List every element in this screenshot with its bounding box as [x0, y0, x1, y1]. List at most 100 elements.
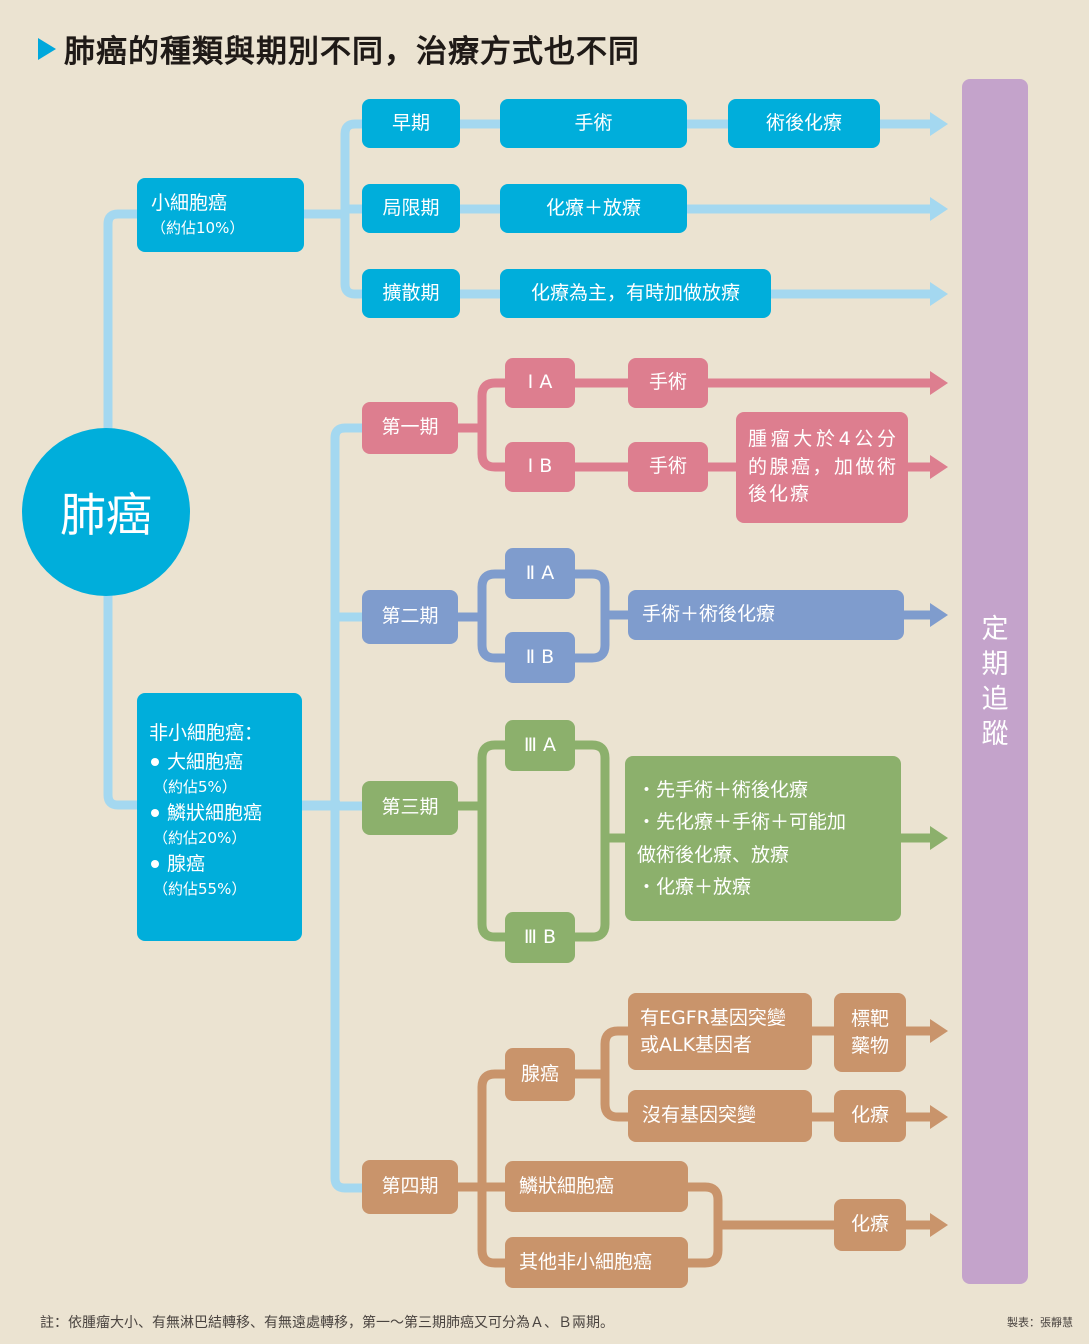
- other-nsc-node: 其他非小細胞癌: [505, 1237, 688, 1288]
- stage1-node: 第一期: [362, 402, 458, 454]
- line-s1: [458, 378, 932, 472]
- treatment-line: ・化療＋放療: [637, 875, 752, 898]
- stage-extensive: 擴散期: [362, 269, 460, 318]
- targeted-therapy: 標靶 藥物: [834, 993, 906, 1072]
- stage2b-label: Ⅱ B: [525, 645, 555, 668]
- line-s4: [458, 1026, 932, 1268]
- arrowheads: [930, 112, 948, 1237]
- page-title: 肺癌的種類與期別不同，治療方式也不同: [38, 26, 640, 71]
- treatment-chemo-main: 化療為主，有時加做放療: [500, 269, 771, 318]
- stage3a-label: Ⅲ A: [523, 733, 557, 756]
- condition-line: 有EGFR基因突變: [640, 1006, 786, 1029]
- title-text: 肺癌的種類與期別不同，治療方式也不同: [64, 34, 640, 70]
- treatment-label: 化療為主，有時加做放療: [530, 281, 740, 304]
- root-node: 肺癌: [22, 428, 190, 596]
- treatment-chemo-radio: 化療＋放療: [500, 184, 687, 233]
- credit: 製表：張靜慧: [1007, 1316, 1073, 1329]
- bullet-icon: [151, 859, 159, 868]
- nsc-type-item: 大細胞癌: [149, 748, 243, 777]
- nsc-type-label: 大細胞癌: [167, 750, 244, 773]
- treatment-label: 手術: [574, 111, 613, 134]
- stage4-label: 第四期: [381, 1175, 439, 1198]
- egfr-alk-condition: 有EGFR基因突變 或ALK基因者: [628, 993, 812, 1070]
- stage1a-label: Ⅰ A: [527, 371, 553, 394]
- arrow-head: [930, 282, 948, 306]
- squamous-label: 鱗狀細胞癌: [519, 1174, 615, 1197]
- arrow-head: [930, 371, 948, 395]
- stage-limited: 局限期: [362, 184, 460, 233]
- line-s2: [458, 569, 932, 663]
- nsc-type-percent: （約佔55%）: [153, 880, 247, 898]
- adenocarcinoma-label: 腺癌: [520, 1062, 559, 1085]
- follow-up-char: 定: [981, 614, 1009, 645]
- treatment-label: 化療: [850, 1104, 889, 1127]
- nsc-type-item: 腺癌: [149, 850, 205, 879]
- stage-limited-label: 局限期: [382, 196, 440, 219]
- arrow-head: [930, 1105, 948, 1129]
- condition-line: 或ALK基因者: [640, 1033, 753, 1056]
- arrow-head: [930, 112, 948, 136]
- treatment-label: 化療＋放療: [545, 196, 641, 219]
- chemo-squamous-other: 化療: [834, 1199, 906, 1251]
- footnote: 註：依腫瘤大小、有無淋巴結轉移、有無遠處轉移，第一～第三期肺癌又可分為Ａ、Ｂ兩期…: [40, 1315, 614, 1331]
- arrow-head: [930, 1213, 948, 1237]
- stage-extensive-label: 擴散期: [382, 281, 440, 304]
- stage2a-node: Ⅱ A: [505, 548, 575, 599]
- nsc-label: 非小細胞癌：: [149, 722, 264, 744]
- no-mutation-condition: 沒有基因突變: [628, 1090, 812, 1142]
- stage1b-label: Ⅰ B: [527, 455, 553, 478]
- treatment-post-chemo: 術後化療: [728, 99, 880, 148]
- follow-up-char: 追: [981, 684, 1009, 716]
- stage3b-label: Ⅲ B: [523, 925, 557, 948]
- follow-up-char: 蹤: [981, 719, 1009, 751]
- arrow-head: [930, 826, 948, 850]
- treatment-label: 手術: [648, 371, 687, 394]
- bullet-icon: [151, 808, 159, 817]
- stage2-treatment: 手術＋術後化療: [628, 590, 904, 640]
- nsc-type-label: 鱗狀細胞癌: [167, 801, 263, 824]
- stage1a-treatment: 手術: [628, 358, 708, 408]
- treatment-label: 手術: [648, 455, 687, 478]
- small-cell-percent: （約佔10%）: [151, 218, 245, 237]
- stage3-treatment: ・先手術＋術後化療 ・先化療＋手術＋可能加 做術後化療、放療 ・化療＋放療: [625, 756, 901, 921]
- arrow-head: [930, 603, 948, 627]
- stage2-node: 第二期: [362, 590, 458, 644]
- arrow-head: [930, 1019, 948, 1043]
- stage1b-treatment: 手術: [628, 442, 708, 492]
- other-nsc-label: 其他非小細胞癌: [519, 1250, 653, 1273]
- treatment-label: 術後化療: [765, 111, 842, 134]
- treatment-line: 做術後化療、放療: [637, 843, 790, 866]
- root-label: 肺癌: [60, 488, 152, 542]
- stage-early-label: 早期: [391, 111, 430, 134]
- non-small-cell-node: 非小細胞癌： 大細胞癌 （約佔5%） 鱗狀細胞癌 （約佔20%） 腺癌 （約佔5…: [137, 693, 302, 941]
- stage1a-node: Ⅰ A: [505, 358, 575, 408]
- stage2b-node: Ⅱ B: [505, 632, 575, 683]
- treatment-line: ・先手術＋術後化療: [637, 778, 809, 801]
- chemo-no-mutation: 化療: [834, 1090, 906, 1142]
- play-triangle-icon: [38, 37, 56, 60]
- treatment-label: 腫瘤大於4公分的腺癌，加做術後化療: [748, 428, 898, 506]
- treatment-label: 化療: [850, 1213, 889, 1236]
- nsc-type-percent: （約佔5%）: [153, 778, 237, 796]
- stage2-label: 第二期: [381, 605, 439, 628]
- nsc-type-percent: （約佔20%）: [153, 829, 247, 847]
- treatment-line: 標靶: [850, 1007, 889, 1030]
- stage1-label: 第一期: [381, 416, 439, 439]
- treatment-line: ・先化療＋手術＋可能加: [637, 811, 847, 834]
- stage3-label: 第三期: [381, 796, 439, 819]
- stage-early: 早期: [362, 99, 460, 148]
- bullet-icon: [151, 757, 159, 766]
- follow-up-column: [962, 79, 1028, 1284]
- stage3b-node: Ⅲ B: [505, 912, 575, 963]
- adenocarcinoma-node: 腺癌: [505, 1048, 575, 1101]
- line-s3: [458, 740, 932, 942]
- arrow-head: [930, 455, 948, 479]
- small-cell-node: 小細胞癌 （約佔10%）: [137, 178, 304, 252]
- condition-line: 沒有基因突變: [642, 1104, 757, 1127]
- treatment-surgery: 手術: [500, 99, 687, 148]
- stage3a-node: Ⅲ A: [505, 720, 575, 771]
- stage2a-label: Ⅱ A: [525, 561, 555, 584]
- nsc-type-item: 鱗狀細胞癌: [149, 799, 262, 828]
- follow-up-char: 期: [981, 649, 1009, 681]
- stage3-node: 第三期: [362, 781, 458, 835]
